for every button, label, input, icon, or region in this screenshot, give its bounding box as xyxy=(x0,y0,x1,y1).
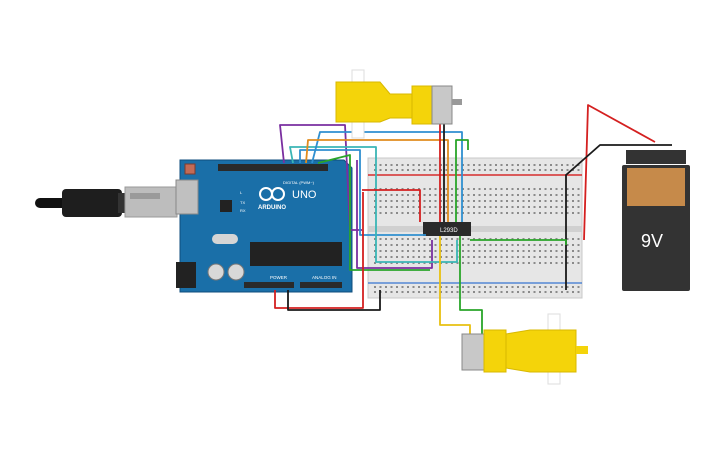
wire-orange xyxy=(305,139,449,222)
power-header xyxy=(244,282,294,288)
digital-label: DIGITAL (PWM~) xyxy=(283,180,315,185)
wire-red-battery xyxy=(583,104,656,241)
wire-green-3 xyxy=(470,239,567,245)
capacitor-1 xyxy=(207,263,225,281)
wire-red-board xyxy=(274,192,364,309)
wire-black-board xyxy=(287,290,381,311)
l293d-driver[interactable]: L293D xyxy=(423,222,471,236)
gear-motor-bottom[interactable] xyxy=(461,313,588,385)
battery-9v[interactable]: 9V xyxy=(622,150,690,291)
wire-purple xyxy=(279,124,362,231)
wire-purple-2 xyxy=(356,160,433,269)
reset-button[interactable] xyxy=(184,163,196,175)
led-label-l: L xyxy=(240,190,243,195)
atmega-chip xyxy=(250,242,342,266)
wires xyxy=(274,104,672,335)
led-label-tx: TX xyxy=(240,200,245,205)
wire-red-vcc xyxy=(362,189,421,222)
wire-green-4 xyxy=(459,236,483,335)
wire-blue-1 xyxy=(299,149,426,236)
breadboard-holes xyxy=(374,164,580,293)
driver-label: L293D xyxy=(440,228,458,234)
gear-motor-top[interactable] xyxy=(335,69,462,139)
model-label: UNO xyxy=(292,189,317,201)
power-jack xyxy=(176,262,196,288)
wire-blue-2 xyxy=(311,131,463,222)
led-label-rx: RX xyxy=(240,208,246,213)
wire-green-1 xyxy=(317,154,430,271)
battery-label: 9V xyxy=(641,231,663,251)
usb-cable xyxy=(35,186,178,218)
brand-label: ARDUINO xyxy=(258,205,286,211)
wire-teal xyxy=(289,146,458,263)
wire-black-battery xyxy=(565,144,672,290)
power-label: POWER xyxy=(270,275,288,280)
small-chip xyxy=(220,200,232,212)
arduino-uno-board[interactable]: ARDUINO UNO DIGITAL (PWM~) POWER ANALOG … xyxy=(175,159,353,293)
wire-green-2 xyxy=(455,139,469,222)
analog-label: ANALOG IN xyxy=(312,275,337,280)
crystal xyxy=(212,234,238,244)
analog-header xyxy=(300,282,342,288)
usb-port xyxy=(175,179,199,215)
wire-yellow xyxy=(439,236,471,335)
capacitor-2 xyxy=(227,263,245,281)
breadboard xyxy=(367,157,583,299)
arduino-logo xyxy=(259,187,285,201)
digital-header xyxy=(218,164,328,171)
